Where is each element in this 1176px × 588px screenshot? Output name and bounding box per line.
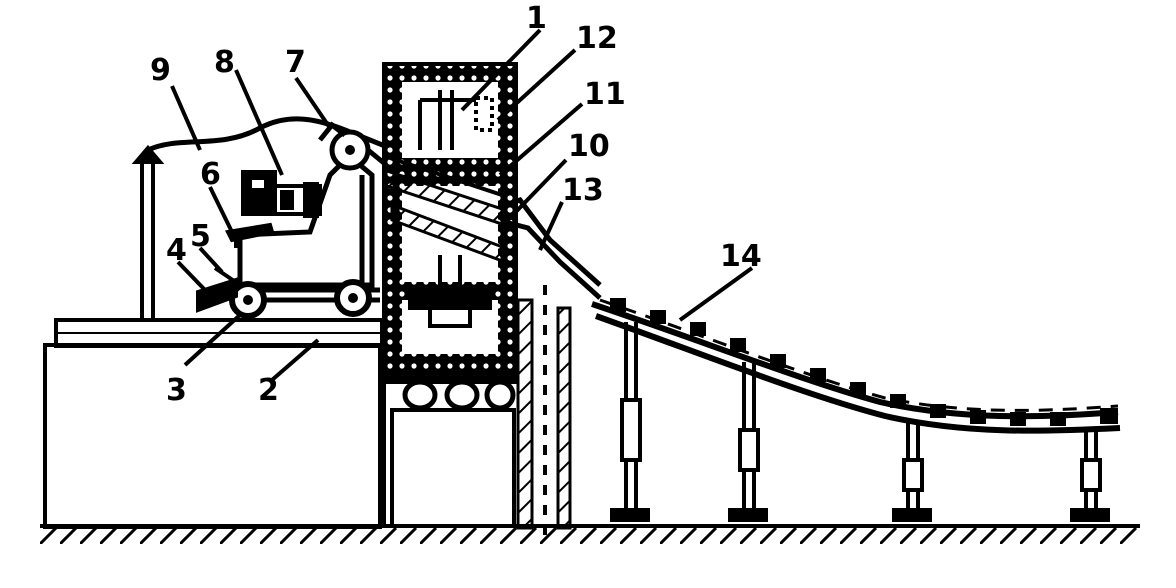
callout-12: 12 (576, 21, 618, 56)
callout-14: 14 (720, 239, 762, 274)
callout-2: 2 (258, 373, 279, 408)
motor (241, 170, 322, 218)
callout-6: 6 (200, 157, 221, 192)
callout-1: 1 (526, 1, 547, 36)
pulley (318, 121, 392, 171)
wall (516, 285, 572, 545)
leader-lines (170, 28, 754, 382)
cart-wheels (229, 279, 372, 319)
outlet-spout (504, 197, 602, 300)
callout-7: 7 (285, 45, 306, 80)
callout-11: 11 (584, 77, 626, 112)
platform (43, 318, 384, 529)
conveyor (591, 298, 1121, 434)
feed-trough (382, 156, 507, 265)
callout-13: 13 (562, 173, 604, 208)
hose-support-post (131, 144, 165, 320)
lever (225, 222, 275, 248)
callout-10: 10 (568, 129, 610, 164)
callout-3: 3 (166, 373, 187, 408)
callout-5: 5 (190, 219, 211, 254)
callout-9: 9 (150, 53, 171, 88)
conveyor-legs (610, 322, 1110, 522)
callout-labels: 1 12 11 10 13 14 9 8 7 6 5 4 3 2 (150, 1, 762, 408)
building-column (382, 382, 516, 528)
callout-8: 8 (214, 45, 235, 80)
callout-4: 4 (166, 233, 187, 268)
